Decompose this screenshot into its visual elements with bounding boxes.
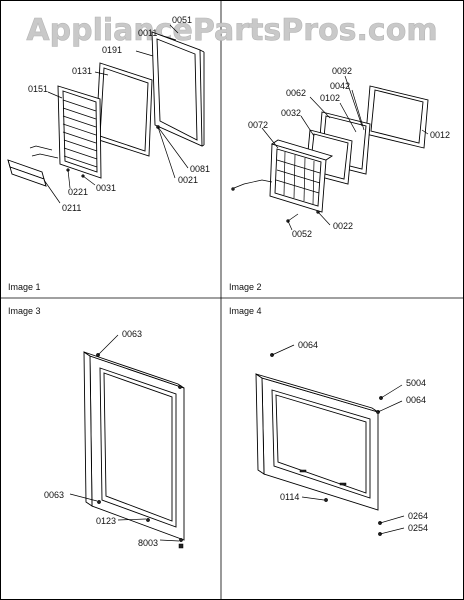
part-label: 0254 bbox=[408, 523, 428, 533]
image-1-drawing: 0051 0011 0191 0131 0151 0081 0021 0221 … bbox=[7, 15, 210, 213]
image-4-drawing: 0064 5004 0064 0114 0264 0254 bbox=[255, 340, 428, 536]
part-label: 0081 bbox=[190, 164, 210, 174]
part-label: 0032 bbox=[281, 108, 301, 118]
gasket-0131 bbox=[95, 62, 153, 157]
part-label: 0264 bbox=[408, 511, 428, 521]
image-3-drawing: 0063 0063 0123 8003 bbox=[44, 329, 185, 549]
part-label: 0151 bbox=[28, 84, 48, 94]
image-1-caption: Image 1 bbox=[8, 282, 41, 292]
part-label: 0123 bbox=[96, 516, 116, 526]
part-label: 5004 bbox=[406, 378, 426, 388]
part-label: 0063 bbox=[44, 490, 64, 500]
part-label: 0021 bbox=[178, 175, 198, 185]
watermark-text: AppliancePartsPros.com bbox=[26, 13, 437, 48]
part-label: 0092 bbox=[332, 66, 352, 76]
part-label: 0011 bbox=[138, 28, 157, 38]
part-label: 0102 bbox=[320, 93, 340, 103]
part-label: 8003 bbox=[138, 538, 158, 548]
image-2-drawing: 0092 0042 0062 0102 0032 0012 0072 0022 … bbox=[231, 66, 450, 239]
part-label: 0062 bbox=[286, 88, 306, 98]
gasket-0012 bbox=[365, 85, 429, 149]
liner-shelf-ribs bbox=[62, 99, 98, 168]
image-2-caption: Image 2 bbox=[229, 282, 262, 292]
part-label: 0221 bbox=[68, 187, 88, 197]
part-label: 0031 bbox=[96, 183, 116, 193]
part-label: 0211 bbox=[62, 203, 81, 213]
part-label: 0114 bbox=[280, 492, 299, 502]
part-label: 0064 bbox=[298, 340, 318, 350]
bin-grille bbox=[275, 151, 321, 205]
part-label: 0063 bbox=[122, 329, 142, 339]
door-panel-0191-inner bbox=[156, 38, 198, 141]
part-label: 0064 bbox=[406, 395, 426, 405]
image-1-leaders bbox=[43, 24, 189, 204]
part-label: 0072 bbox=[248, 120, 268, 130]
image-4-leaders bbox=[271, 344, 405, 535]
part-label: 0052 bbox=[292, 229, 312, 239]
image-3-leaders bbox=[69, 334, 180, 542]
image-4-caption: Image 4 bbox=[229, 306, 262, 316]
image-3-caption: Image 3 bbox=[8, 306, 41, 316]
frame-opening bbox=[99, 367, 177, 528]
image-2-leaders bbox=[261, 75, 429, 231]
part-label: 0051 bbox=[172, 15, 192, 25]
part-label: 0012 bbox=[430, 130, 450, 140]
part-label: 0022 bbox=[333, 221, 353, 231]
part-label: 0191 bbox=[102, 45, 122, 55]
part-label: 0042 bbox=[330, 81, 350, 91]
part-label: 0131 bbox=[72, 66, 92, 76]
frame-opening bbox=[271, 389, 371, 499]
